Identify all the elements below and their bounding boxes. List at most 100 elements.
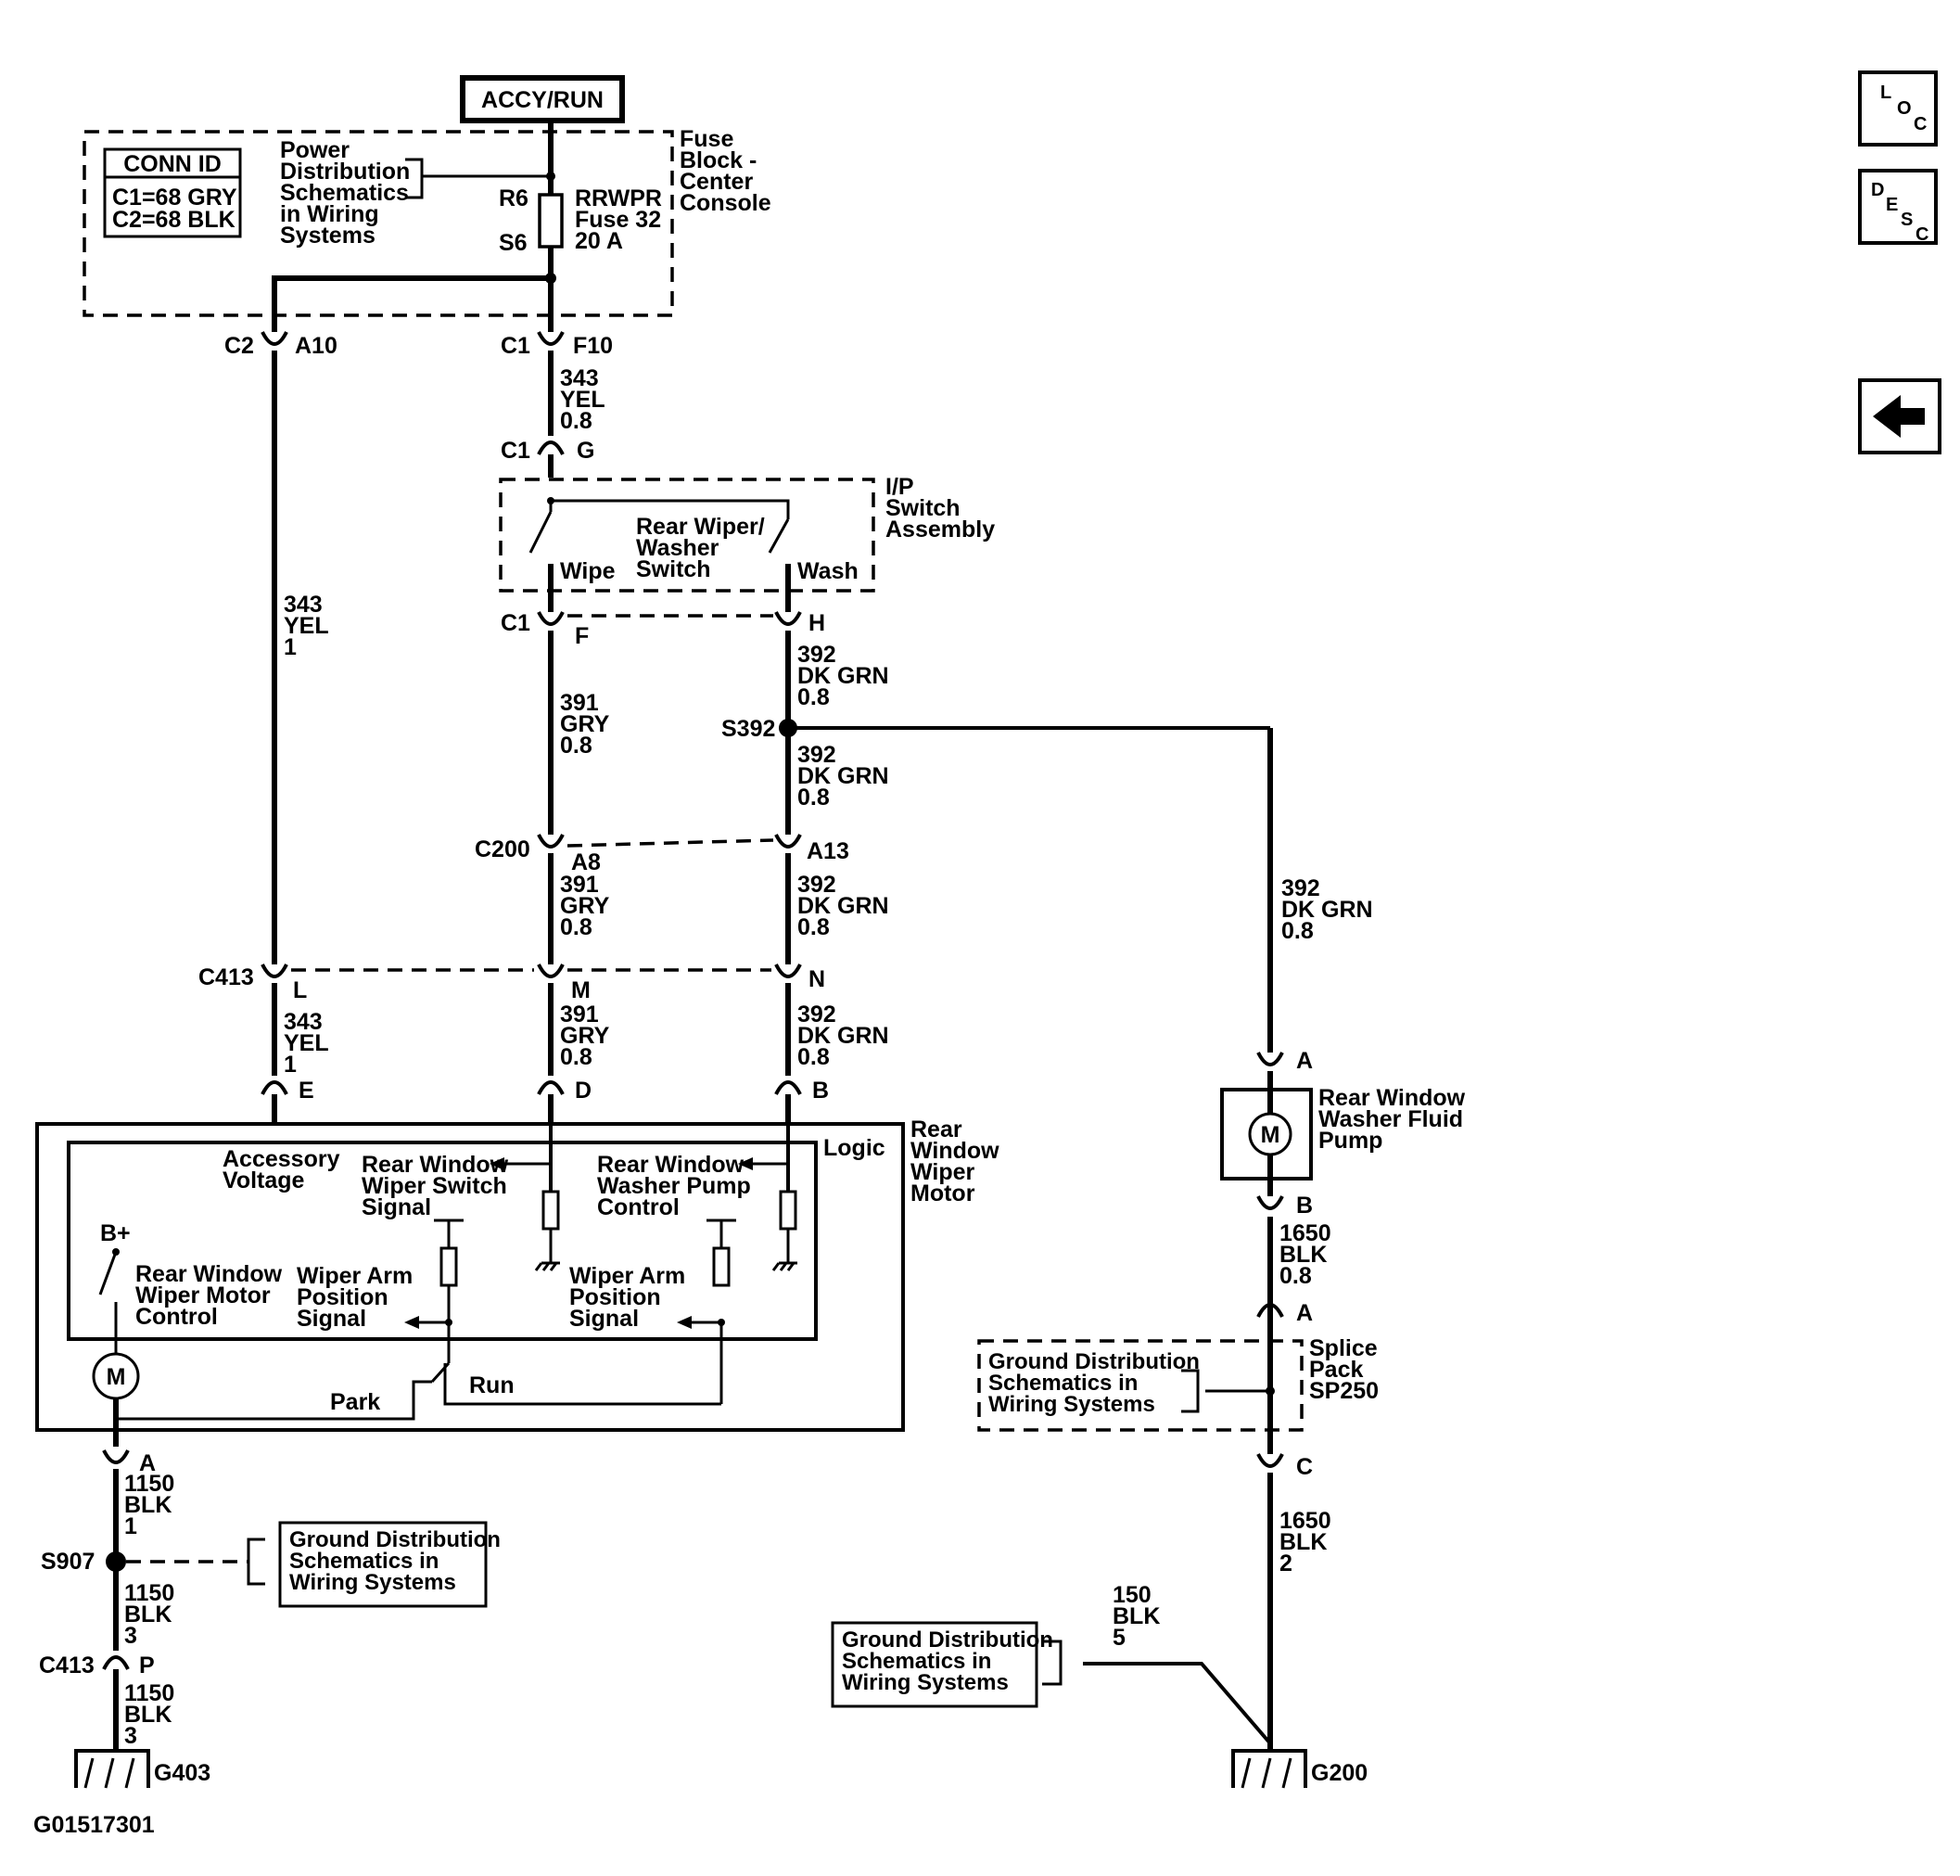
svg-text:A10: A10 bbox=[295, 333, 337, 359]
svg-text:B: B bbox=[812, 1078, 829, 1104]
svg-text:Wiper Motor: Wiper Motor bbox=[135, 1283, 271, 1308]
svg-text:F: F bbox=[575, 623, 589, 649]
svg-text:Wiper Arm: Wiper Arm bbox=[297, 1263, 413, 1289]
svg-text:YEL: YEL bbox=[284, 1030, 329, 1056]
wire-1650-blk-2: 1650 BLK 2 bbox=[1279, 1508, 1331, 1576]
svg-text:BLK: BLK bbox=[124, 1702, 172, 1728]
wiper-motor-label: Rear Window Wiper Motor bbox=[910, 1117, 999, 1206]
svg-text:1650: 1650 bbox=[1279, 1220, 1331, 1246]
svg-text:Wiper Arm: Wiper Arm bbox=[569, 1263, 685, 1289]
wire-392-dkgrn-a: 392 DK GRN 0.8 bbox=[797, 642, 889, 710]
splice-s392: S392 bbox=[721, 716, 797, 742]
wire-1650-blk-08: 1650 BLK 0.8 bbox=[1279, 1220, 1331, 1289]
wiper-switch-signal-label: Rear Window Wiper Switch Signal bbox=[362, 1152, 509, 1220]
svg-text:Wash: Wash bbox=[797, 558, 859, 584]
svg-text:L: L bbox=[293, 977, 307, 1003]
svg-text:343: 343 bbox=[284, 1009, 323, 1035]
wire-1150-blk-1: 1150 BLK 1 bbox=[124, 1471, 174, 1539]
svg-text:BLK: BLK bbox=[124, 1492, 172, 1518]
svg-text:0.8: 0.8 bbox=[1281, 918, 1314, 944]
svg-text:Rear Window: Rear Window bbox=[135, 1261, 283, 1287]
svg-text:Assembly: Assembly bbox=[885, 517, 995, 542]
svg-text:C1: C1 bbox=[501, 438, 530, 464]
svg-text:Schematics in: Schematics in bbox=[289, 1549, 439, 1574]
svg-text:Signal: Signal bbox=[297, 1306, 366, 1332]
svg-text:D: D bbox=[1871, 180, 1884, 200]
washer-pump-label: Rear Window Washer Fluid Pump bbox=[1318, 1085, 1466, 1154]
svg-text:G: G bbox=[577, 438, 594, 464]
svg-text:Position: Position bbox=[569, 1284, 661, 1310]
wiper-switch-input-circuit bbox=[490, 1124, 560, 1271]
svg-text:3: 3 bbox=[124, 1623, 137, 1649]
ground-g200: G200 bbox=[1231, 1749, 1368, 1789]
svg-text:Washer: Washer bbox=[636, 535, 719, 561]
svg-text:0.8: 0.8 bbox=[560, 914, 592, 940]
svg-text:391: 391 bbox=[560, 872, 599, 898]
svg-text:1650: 1650 bbox=[1279, 1508, 1331, 1534]
park-run-switch: Park Run bbox=[116, 1361, 515, 1421]
svg-text:Systems: Systems bbox=[280, 223, 375, 249]
splice-pack-ground-note: Ground Distribution Schematics in Wiring… bbox=[988, 1349, 1200, 1417]
svg-text:Window: Window bbox=[910, 1138, 999, 1164]
svg-text:CONN ID: CONN ID bbox=[123, 151, 222, 177]
connector-splice-a: A bbox=[1256, 1300, 1313, 1326]
svg-text:391: 391 bbox=[560, 1002, 599, 1027]
desc-button[interactable]: D E S C bbox=[1858, 169, 1938, 245]
ground-note-left: Ground Distribution Schematics in Wiring… bbox=[247, 1521, 501, 1608]
connector-c1-f10: C1 F10 bbox=[501, 331, 613, 359]
svg-text:Motor: Motor bbox=[910, 1180, 975, 1206]
svg-text:BLK: BLK bbox=[1113, 1603, 1160, 1629]
wiper-motor-outline bbox=[35, 1122, 905, 1432]
svg-text:3: 3 bbox=[124, 1723, 137, 1749]
svg-text:Schematics: Schematics bbox=[280, 180, 409, 206]
wire-1150-blk-3b: 1150 BLK 3 bbox=[124, 1680, 174, 1749]
svg-text:G403: G403 bbox=[154, 1760, 210, 1786]
svg-text:S907: S907 bbox=[41, 1549, 95, 1575]
svg-text:B+: B+ bbox=[100, 1220, 131, 1246]
back-button[interactable] bbox=[1858, 378, 1941, 454]
loc-button[interactable]: L O C bbox=[1858, 70, 1938, 147]
wire-150-blk-5: 150 BLK 5 bbox=[1113, 1582, 1160, 1651]
left-arrow-icon bbox=[1873, 395, 1925, 438]
svg-text:YEL: YEL bbox=[560, 387, 605, 413]
svg-text:Rear Wiper/: Rear Wiper/ bbox=[636, 514, 765, 540]
connector-splice-c: C bbox=[1256, 1453, 1313, 1480]
svg-text:C1: C1 bbox=[501, 610, 530, 636]
svg-text:L: L bbox=[1880, 83, 1891, 103]
svg-text:Pack: Pack bbox=[1309, 1357, 1363, 1383]
svg-text:M: M bbox=[1261, 1122, 1280, 1148]
svg-text:0.8: 0.8 bbox=[797, 785, 830, 810]
svg-text:M: M bbox=[107, 1364, 126, 1390]
svg-text:ACCY/RUN: ACCY/RUN bbox=[481, 87, 604, 113]
wire-392-dkgrn-d: 392 DK GRN 0.8 bbox=[1281, 875, 1373, 944]
svg-text:20 A: 20 A bbox=[575, 228, 623, 254]
svg-text:G200: G200 bbox=[1311, 1760, 1368, 1786]
wire-1150-blk-3a: 1150 BLK 3 bbox=[124, 1580, 174, 1649]
accessory-voltage-label: Accessory Voltage bbox=[223, 1146, 340, 1193]
svg-text:Ground Distribution: Ground Distribution bbox=[988, 1349, 1200, 1374]
svg-text:Wiring Systems: Wiring Systems bbox=[289, 1570, 456, 1595]
svg-text:0.8: 0.8 bbox=[797, 914, 830, 940]
rear-wiper-washer-switch: Rear Wiper/ Washer Switch Wipe Wash bbox=[528, 497, 859, 593]
svg-text:E: E bbox=[299, 1078, 314, 1104]
svg-text:Power: Power bbox=[280, 137, 350, 163]
ip-switch-assembly-label: I/P Switch Assembly bbox=[885, 474, 995, 542]
fuse-pin-r6: R6 bbox=[499, 185, 528, 211]
washer-pump-input-circuit bbox=[738, 1124, 797, 1271]
svg-text:Wiring Systems: Wiring Systems bbox=[842, 1670, 1009, 1695]
wire-391-gry-b: 391 GRY 0.8 bbox=[560, 872, 610, 940]
svg-text:C: C bbox=[1914, 114, 1927, 134]
svg-text:Block -: Block - bbox=[680, 147, 757, 173]
conn-id-table: CONN ID C1=68 GRY C2=68 BLK bbox=[103, 147, 242, 238]
svg-text:0.8: 0.8 bbox=[560, 1044, 592, 1070]
svg-text:392: 392 bbox=[797, 872, 836, 898]
wire-392-dkgrn-e: 392 DK GRN 0.8 bbox=[797, 1002, 889, 1070]
svg-text:Washer Fluid: Washer Fluid bbox=[1318, 1106, 1463, 1132]
svg-text:C413: C413 bbox=[198, 964, 254, 990]
svg-text:N: N bbox=[808, 966, 825, 992]
svg-text:0.8: 0.8 bbox=[797, 684, 830, 710]
svg-text:Wipe: Wipe bbox=[560, 558, 616, 584]
svg-text:P: P bbox=[139, 1653, 155, 1678]
svg-text:A: A bbox=[139, 1450, 156, 1476]
